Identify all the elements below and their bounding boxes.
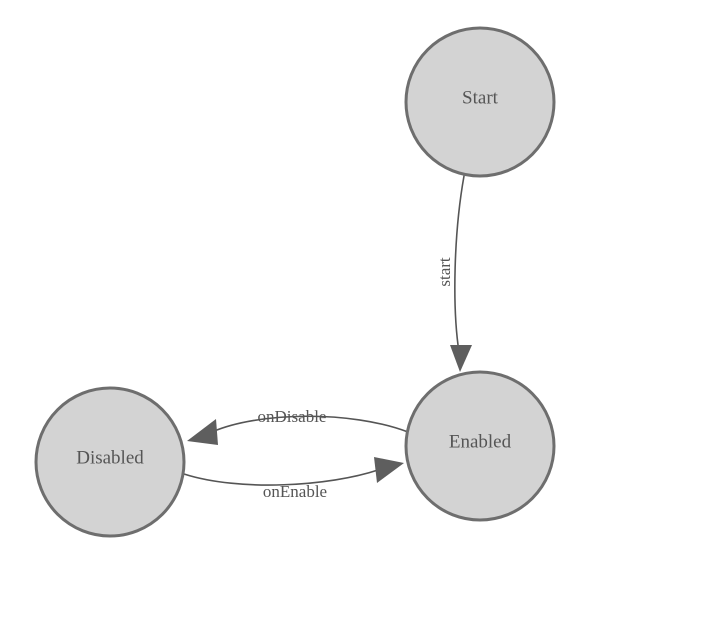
state-node-start-label: Start	[462, 87, 499, 108]
arrowhead-icon-disabled-to-enabled	[374, 457, 404, 483]
state-node-start-circle	[404, 26, 556, 178]
edge-path-enabled-to-disabled	[211, 415, 409, 433]
arrowhead-icon-enabled-to-disabled	[187, 419, 218, 445]
state-node-start[interactable]: Start	[404, 26, 556, 178]
state-node-disabled[interactable]: Disabled	[34, 386, 186, 538]
edge-label-start: start	[435, 257, 454, 287]
state-node-disabled-circle	[34, 386, 186, 538]
state-node-enabled-label: Enabled	[449, 431, 512, 452]
state-node-disabled-label: Disabled	[76, 447, 144, 468]
edge-layer: start onDisable onEnable	[183, 175, 472, 501]
edge-disabled-to-enabled[interactable]: onEnable	[183, 457, 404, 501]
edge-start-to-enabled[interactable]: start	[435, 175, 472, 372]
state-node-enabled-circle	[404, 370, 556, 522]
edge-label-on-enable: onEnable	[263, 482, 327, 501]
arrowhead-icon-start-to-enabled	[450, 345, 472, 372]
edge-enabled-to-disabled[interactable]: onDisable	[187, 407, 409, 445]
node-layer: Start Enabled Disabled	[34, 26, 556, 538]
edge-path-start-to-enabled	[454, 175, 465, 353]
edge-label-on-disable: onDisable	[258, 407, 327, 426]
edge-path-disabled-to-enabled	[183, 469, 379, 486]
state-node-enabled[interactable]: Enabled	[404, 370, 556, 522]
